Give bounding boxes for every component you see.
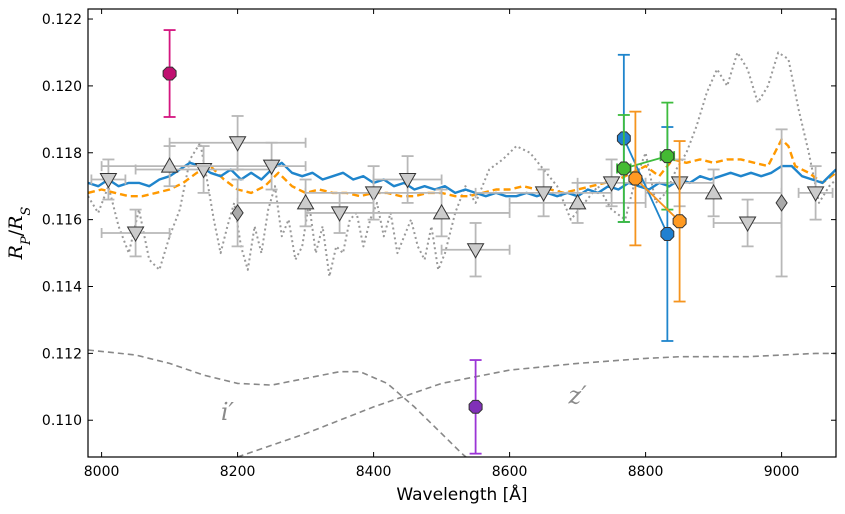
series-6-point-1-marker bbox=[660, 149, 675, 164]
series-1-point-2-marker bbox=[432, 203, 451, 220]
x-tick-label-0: 8000 bbox=[84, 464, 120, 480]
series-0-point-5-marker bbox=[330, 206, 349, 222]
series-2-point-0-marker bbox=[231, 204, 244, 222]
series-6-point-0-marker bbox=[616, 161, 631, 176]
x-tick-label-5: 9000 bbox=[764, 464, 800, 480]
x-axis-label: Wavelength [Å] bbox=[396, 483, 527, 505]
series-0-point-12-marker bbox=[738, 216, 757, 233]
series-0-point-8-marker bbox=[466, 243, 485, 259]
model-lines bbox=[88, 51, 836, 278]
series-1-point-0-marker bbox=[160, 157, 179, 173]
x-tick-label-2: 8400 bbox=[356, 464, 392, 480]
series-5-connector bbox=[622, 138, 669, 235]
model-line-1 bbox=[88, 138, 836, 198]
axis-ticks: 8000 8200 8400 8600 8800 9000 0.110 0.112 0.114 0… bbox=[42, 9, 836, 480]
y-tick-label-1: 0.112 bbox=[42, 346, 82, 362]
series-1-point-1-marker bbox=[296, 193, 315, 210]
plot-frame bbox=[87, 8, 837, 458]
data-series bbox=[90, 29, 834, 455]
series-7 bbox=[628, 110, 687, 303]
y-tick-label-2: 0.114 bbox=[42, 279, 82, 295]
filter-curve-0 bbox=[88, 349, 468, 457]
y-tick-label-6: 0.122 bbox=[42, 12, 82, 28]
series-0-point-7-marker bbox=[398, 173, 417, 189]
series-7-point-0-marker bbox=[628, 171, 643, 186]
series-7-point-1-marker bbox=[672, 214, 687, 229]
series-7-connector bbox=[634, 177, 681, 222]
filter-curve-1 bbox=[237, 352, 836, 457]
series-0-point-9-marker bbox=[534, 186, 553, 202]
y-tick-label-5: 0.120 bbox=[42, 79, 82, 95]
y-tick-label-4: 0.118 bbox=[42, 146, 82, 162]
filter-label-0: i′ bbox=[221, 398, 235, 426]
series-3 bbox=[162, 29, 177, 118]
series-5 bbox=[616, 53, 675, 342]
series-3-point-0-marker bbox=[162, 66, 177, 81]
series-0-point-4-marker bbox=[262, 159, 281, 176]
filter-labels: i′ z′ bbox=[221, 382, 587, 427]
filter-curves bbox=[88, 349, 836, 457]
series-1-point-4-marker bbox=[704, 183, 723, 200]
x-tick-label-4: 8800 bbox=[628, 464, 664, 480]
series-0-point-13-marker bbox=[806, 186, 825, 202]
x-tick-label-1: 8200 bbox=[220, 464, 256, 480]
series-0-point-0-marker bbox=[99, 173, 118, 189]
series-2 bbox=[231, 128, 788, 278]
y-tick-label-0: 0.110 bbox=[42, 413, 82, 429]
series-5-point-1-marker bbox=[660, 227, 675, 241]
y-tick-label-3: 0.116 bbox=[42, 213, 82, 229]
series-4-point-0-marker bbox=[468, 399, 483, 414]
series-2-point-1-marker bbox=[775, 194, 788, 212]
series-0-point-3-marker bbox=[228, 136, 247, 152]
series-1-point-3-marker bbox=[568, 193, 587, 210]
x-tick-label-3: 8600 bbox=[492, 464, 528, 480]
model-line-2 bbox=[88, 161, 836, 198]
series-0-point-6-marker bbox=[364, 186, 383, 202]
series-4 bbox=[468, 359, 483, 455]
filter-label-1: z′ bbox=[568, 382, 588, 410]
series-0-point-10-marker bbox=[602, 176, 621, 192]
y-axis-label: RP/RS bbox=[5, 207, 34, 261]
series-0-point-1-marker bbox=[126, 226, 145, 243]
